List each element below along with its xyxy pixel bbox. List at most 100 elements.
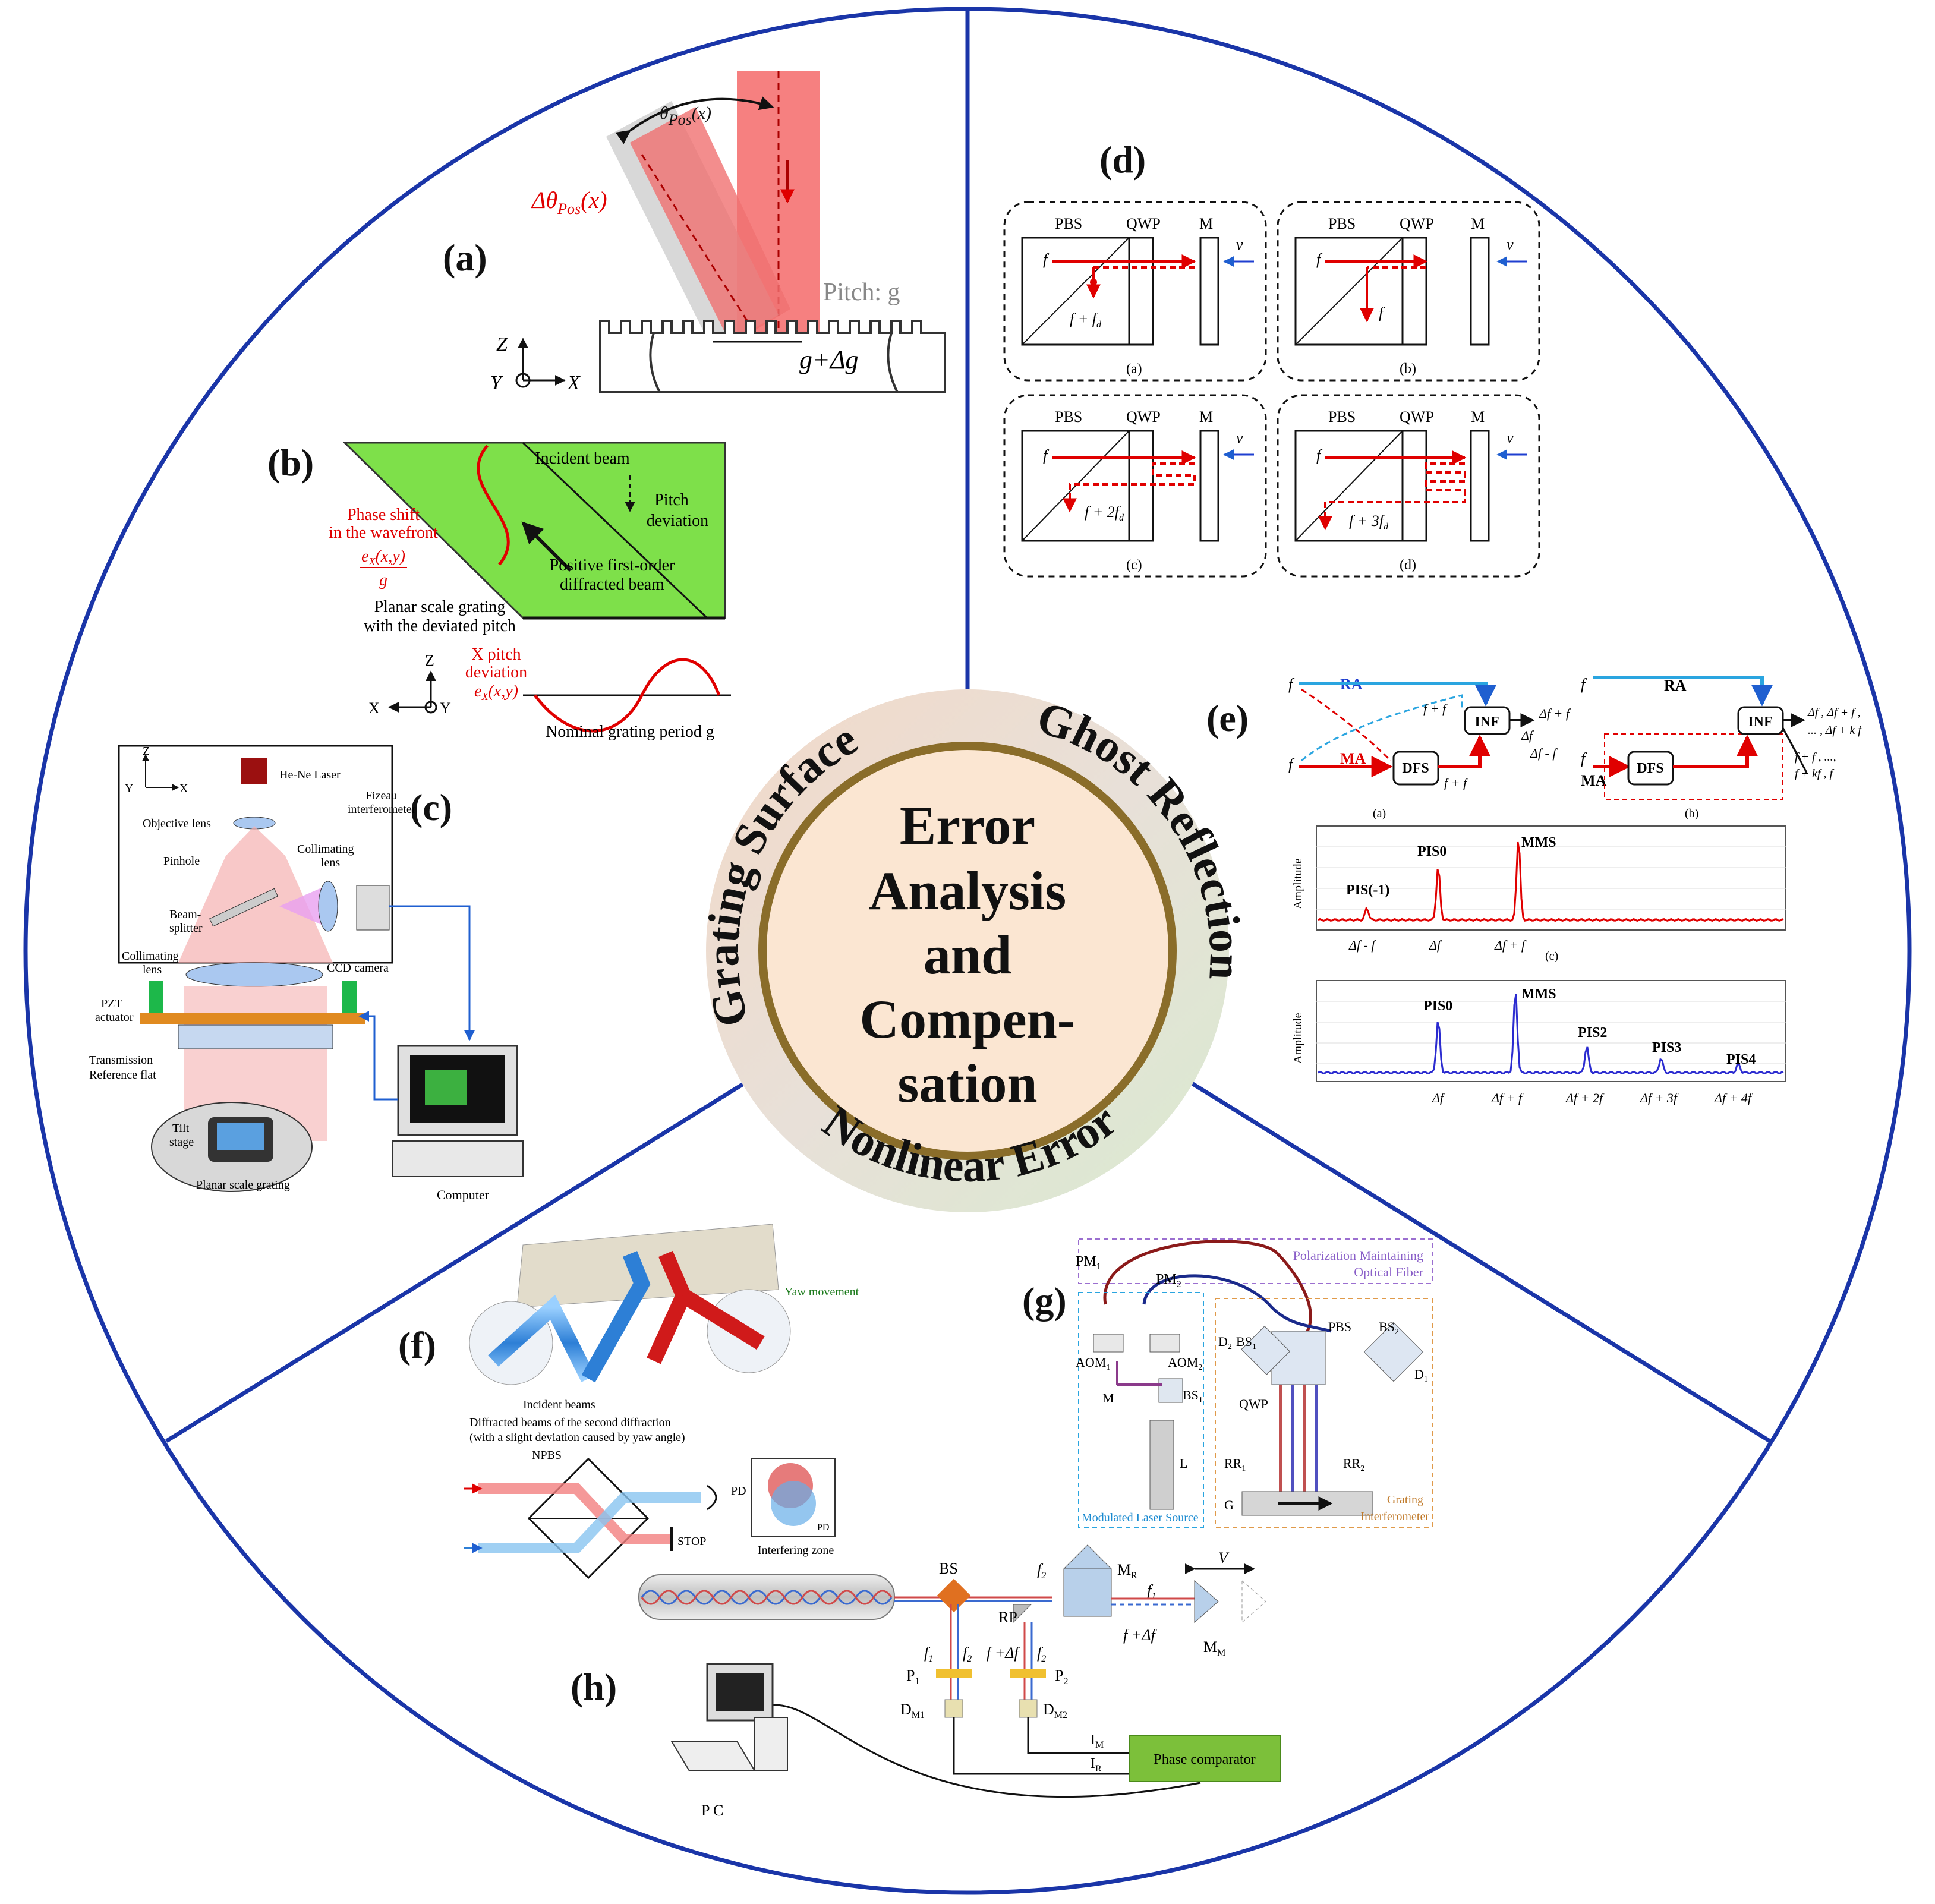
fizeau-label2: interferometer xyxy=(348,803,416,816)
bs-label1: Beam- xyxy=(169,908,201,921)
g-qwp: QWP xyxy=(1239,1397,1268,1411)
e-sub-b: (b) xyxy=(1685,807,1698,820)
center-title: Error Analysis and Compen- sation xyxy=(860,795,1076,1114)
e-sub-c: (c) xyxy=(1545,950,1558,963)
phase-label2: in the wavefront xyxy=(329,524,438,542)
e-b-f2: f xyxy=(1581,676,1587,693)
d-f-b: f xyxy=(1316,251,1323,268)
g-m: M xyxy=(1102,1391,1114,1405)
e-blue-tick4: Δf + 4f xyxy=(1714,1090,1753,1105)
h-f1-top: f1 xyxy=(1147,1582,1156,1602)
e-b-ra: RA xyxy=(1664,677,1687,694)
h-f1df-right: f +Δf xyxy=(1123,1626,1158,1644)
e-amp-red: Amplitude xyxy=(1291,858,1304,909)
g-mls: Modulated Laser Source xyxy=(1082,1511,1199,1524)
h-bs: BS xyxy=(939,1560,958,1577)
axis-x: X xyxy=(566,372,581,394)
computer-label: Computer xyxy=(437,1187,490,1202)
b-axis-z: Z xyxy=(425,652,434,669)
e-blue-peak1: MMS xyxy=(1521,986,1556,1002)
nominal-label: Nominal grating period g xyxy=(546,723,714,741)
d-qwp-a: QWP xyxy=(1126,215,1161,232)
grating-block xyxy=(516,1224,779,1308)
delta-theta-pos: ΔθPos(x) xyxy=(531,187,607,217)
h-dm2: DM2 xyxy=(1043,1701,1067,1720)
center-line-4: Compen- xyxy=(860,989,1076,1049)
g-pm1: PM1 xyxy=(1076,1254,1101,1272)
e-b-f1: f xyxy=(1581,750,1587,767)
fizeau-label1: Fizeau xyxy=(365,789,397,802)
b-axis-x: X xyxy=(368,699,380,717)
d-v-b: v xyxy=(1507,236,1514,253)
e-red-peak2: MMS xyxy=(1521,835,1556,850)
e-a-inf-label: INF xyxy=(1474,714,1499,730)
panel-a: (a) θPos(x) ΔθPos(x) Pitch: g g+Δg Z Y X xyxy=(443,71,946,394)
bs-label2: splitter xyxy=(169,922,203,935)
d-m-a: M xyxy=(1199,215,1213,232)
trans-label1: Transmission xyxy=(89,1054,153,1067)
e-a-out3: f + f xyxy=(1444,776,1468,790)
tilt-label1: Tilt xyxy=(172,1122,190,1135)
center-line-5: sation xyxy=(897,1053,1037,1114)
d-pbs-b: PBS xyxy=(1328,215,1356,232)
axis-z: Z xyxy=(496,333,508,355)
h-p1: P1 xyxy=(906,1667,919,1687)
coll-label2: lens xyxy=(321,856,340,869)
pinhole-label: Pinhole xyxy=(163,855,200,868)
b-axis-y: Y xyxy=(440,699,451,717)
e-blue-peak0: PIS0 xyxy=(1423,998,1452,1014)
panel-g: (g) Polarization Maintaining Optical Fib… xyxy=(1022,1238,1433,1528)
divider-right xyxy=(1140,1050,1771,1443)
g-aom1: AOM1 xyxy=(1076,1355,1110,1372)
e-red-tick0: Δf - f xyxy=(1348,938,1376,953)
incident-beam-label: Incident beam xyxy=(535,449,630,468)
f-pd: PD xyxy=(731,1484,746,1498)
panel-a-label: (a) xyxy=(443,237,487,279)
panel-e-sub-b: f f RA MA DFS INF Δf , Δf + f , ... , Δf… xyxy=(1581,676,1862,820)
d-sub-d: (d) xyxy=(1400,557,1416,573)
red-spectrum-line xyxy=(1318,841,1784,922)
d-v-d: v xyxy=(1507,429,1514,446)
center-line-2: Analysis xyxy=(869,860,1066,921)
e-b-dfs-label: DFS xyxy=(1637,761,1663,776)
e-sub-a: (a) xyxy=(1373,807,1386,820)
d-qwp-c: QWP xyxy=(1126,408,1161,425)
axis-y: Y xyxy=(490,372,503,394)
h-ir: IR xyxy=(1091,1756,1102,1774)
f-diff2: (with a slight deviation caused by yaw a… xyxy=(469,1431,685,1444)
e-red-tick1: Δf xyxy=(1429,938,1442,953)
h-p2: P2 xyxy=(1055,1667,1068,1687)
center-line-3: and xyxy=(924,925,1011,985)
e-b-ma: MA xyxy=(1581,772,1607,789)
coll-label1: Collimating xyxy=(297,843,354,856)
d-qwp-b: QWP xyxy=(1400,215,1434,232)
c-axis-z: Z xyxy=(143,745,150,758)
coll-lens-label1: Collimating xyxy=(122,950,179,963)
d-out-b: f xyxy=(1379,304,1385,321)
pitch-dev-label2: deviation xyxy=(647,512,708,530)
d-pbs-c: PBS xyxy=(1055,408,1082,425)
g-bs2: BS2 xyxy=(1379,1319,1399,1336)
e-a-dfs-label: DFS xyxy=(1402,761,1429,776)
e-blue-tick1: Δf + f xyxy=(1491,1090,1524,1105)
g-rr2: RR2 xyxy=(1343,1456,1364,1473)
panel-f: (f) Yaw movement Incident beams Diffract… xyxy=(398,1224,859,1580)
e-b-out3: f + kf , f xyxy=(1795,767,1834,780)
panel-e-label: (e) xyxy=(1206,697,1249,739)
center-ring xyxy=(758,742,1177,1160)
pzt-label2: actuator xyxy=(95,1011,134,1024)
panel-d-box-a: PBS QWP M v f f + fd (a) xyxy=(1003,201,1267,382)
d-out-d: f + 3fd xyxy=(1349,512,1389,532)
g-bs1: BS1 xyxy=(1183,1388,1203,1405)
e-blue-peak2: PIS2 xyxy=(1578,1025,1607,1041)
panel-b: (b) Incident beam Pitch deviation Positi… xyxy=(267,442,731,741)
e-blue-peak4: PIS4 xyxy=(1726,1052,1756,1067)
diffracted-label1: Positive first-order xyxy=(550,556,675,575)
panel-e: (e) f f RA MA DFS INF Δf + f Δf Δf - f f… xyxy=(1206,676,1862,1105)
f-incident-label: Incident beams xyxy=(523,1398,595,1411)
e-blue-tick2: Δf + 2f xyxy=(1565,1090,1605,1105)
panel-b-label: (b) xyxy=(267,442,314,484)
h-f2-mid: f2 xyxy=(1037,1644,1046,1664)
e-b-out2: f + f , ..., xyxy=(1795,751,1836,764)
e-red-peak0: PIS(-1) xyxy=(1346,882,1389,898)
